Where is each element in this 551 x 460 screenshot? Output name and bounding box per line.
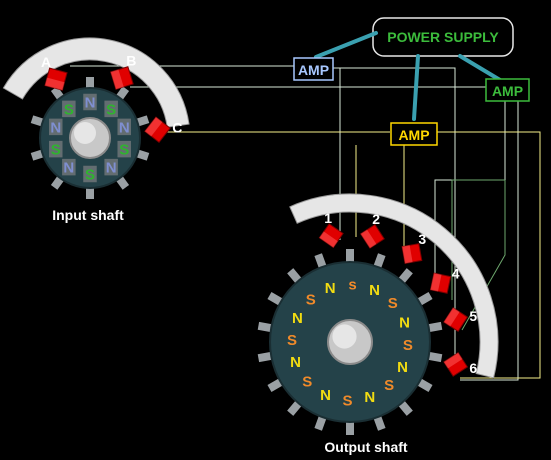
output_shaft-coil-shade <box>319 231 338 248</box>
output_shaft-rotor-tooth <box>346 249 354 265</box>
input_shaft-magnet-pad <box>104 158 118 176</box>
input_shaft-coil-shade <box>144 117 163 137</box>
input_shaft-magnet-label: N <box>85 94 96 111</box>
input_shaft-magnet-label: S <box>64 101 74 118</box>
output_shaft-stator-band <box>289 193 499 379</box>
input_shaft-magnet-pad <box>49 118 63 136</box>
input_shaft-magnet-pad <box>62 158 76 176</box>
output_shaft-magnet-label: N <box>364 389 375 406</box>
amp-green: AMP <box>485 78 530 102</box>
input_shaft-magnet-pad <box>117 140 131 158</box>
input_shaft-magnet-pad <box>83 93 97 111</box>
input_shaft-magnet-label: S <box>106 101 116 118</box>
input_shaft-hub-highlight <box>74 122 96 144</box>
output_shaft-magnet-label: S <box>342 392 352 409</box>
input_shaft-stator-band <box>2 37 190 128</box>
output-shaft-caption: Output shaft <box>324 439 408 455</box>
amp-yellow: AMP <box>390 122 438 146</box>
amp-blue: AMP <box>293 57 334 81</box>
output_shaft-coil-shade <box>402 245 413 264</box>
input_shaft-magnet-pad <box>117 118 131 136</box>
output_shaft-coil-shade <box>443 352 463 369</box>
output_shaft-coil-label: 4 <box>452 265 460 281</box>
amp-yellow-label: AMP <box>398 127 429 143</box>
input_shaft-magnet-label: S <box>119 142 129 159</box>
input_shaft-coil-label: C <box>172 119 182 135</box>
output_shaft-magnet-label: s <box>348 276 356 293</box>
output_shaft-coil-label: 3 <box>418 231 426 247</box>
wire-green-amp-bus <box>460 100 519 381</box>
output_shaft-magnet-label: N <box>320 387 331 404</box>
output_shaft-magnet-label: S <box>403 337 413 354</box>
output_shaft-magnet-label: S <box>302 374 312 391</box>
input_shaft-magnet-label: N <box>106 160 117 177</box>
input-shaft-caption: Input shaft <box>52 207 124 223</box>
input_shaft-coil-label: A <box>41 54 51 70</box>
output_shaft-magnet-label: N <box>325 280 336 297</box>
wiring <box>70 65 541 381</box>
input_shaft-rotor-tooth <box>86 77 94 91</box>
input_shaft-magnet-label: S <box>85 166 95 183</box>
input_shaft-coil-shade <box>110 69 124 90</box>
input_shaft-magnet-label: N <box>119 119 130 136</box>
power-supply-label: POWER SUPPLY <box>387 29 499 45</box>
output_shaft-coil-label: 6 <box>469 360 477 376</box>
output_shaft-magnet-label: N <box>397 359 408 376</box>
output_shaft-magnet-label: N <box>399 315 410 332</box>
output_shaft-hub-highlight <box>332 324 357 349</box>
input_shaft-rotor-tooth <box>86 185 94 199</box>
input_shaft-magnet-pad <box>62 100 76 118</box>
output_shaft-coil-shade <box>360 229 377 249</box>
output_shaft-coil-label: 1 <box>324 210 332 226</box>
input_shaft-coil-shade <box>44 77 65 91</box>
input_shaft-coil-label: B <box>126 52 136 68</box>
output_shaft-magnet-label: S <box>388 295 398 312</box>
input_shaft-magnet-pad <box>104 100 118 118</box>
amp-green-label: AMP <box>492 83 523 99</box>
amp-blue-label: AMP <box>298 62 329 78</box>
output_shaft-magnet-label: S <box>306 292 316 309</box>
output_shaft-magnet-label: N <box>369 282 380 299</box>
output_shaft-coil-shade <box>443 307 460 327</box>
input_shaft-magnet-label: S <box>51 142 61 159</box>
input_shaft-magnet-pad <box>49 140 63 158</box>
wire-blue-amp-bus <box>333 67 456 371</box>
input_shaft-magnet-label: N <box>63 160 74 177</box>
output_shaft-coil-label: 5 <box>469 308 477 324</box>
input_shaft-magnet-pad <box>83 165 97 183</box>
wire-yellow-amp-bus <box>437 131 541 379</box>
output_shaft-coil-shade <box>430 273 442 292</box>
output_shaft-magnet-label: N <box>290 354 301 371</box>
input_shaft-magnet-label: N <box>50 119 61 136</box>
output_shaft-coil-label: 2 <box>372 211 380 227</box>
output_shaft-magnet-label: N <box>292 310 303 327</box>
power-supply: POWER SUPPLY <box>372 17 514 57</box>
output_shaft-magnet-label: S <box>287 332 297 349</box>
output_shaft-magnet-label: S <box>384 377 394 394</box>
power-feeds <box>314 31 502 121</box>
output_shaft-rotor-tooth <box>346 419 354 435</box>
